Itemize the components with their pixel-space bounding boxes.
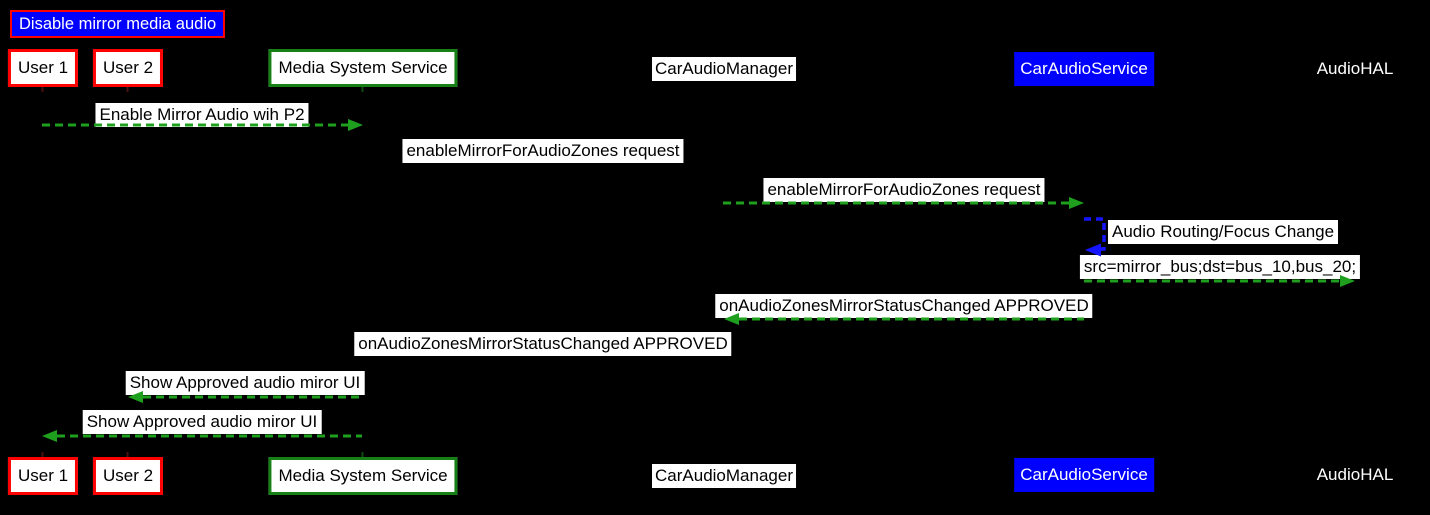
message-label-enablemirror-request-2: enableMirrorForAudioZones request xyxy=(763,178,1045,202)
arrow-status-approved xyxy=(724,313,1084,325)
message-label-status-approved-1: onAudioZonesMirrorStatusChanged APPROVED xyxy=(715,294,1093,318)
participant-caraudiomanager-bottom: CarAudioManager xyxy=(652,464,796,488)
lifeline-stubs xyxy=(41,87,364,457)
participant-user1-top: User 1 xyxy=(7,49,79,87)
message-label-status-approved-2: onAudioZonesMirrorStatusChanged APPROVED xyxy=(354,332,732,356)
message-label-enablemirror-request-1: enableMirrorForAudioZones request xyxy=(402,139,684,163)
arrow-enable-mirror xyxy=(42,119,363,131)
participant-caraudiomanager-top: CarAudioManager xyxy=(652,57,796,81)
arrow-enablemirror-request xyxy=(723,197,1084,209)
participant-caraudioservice-top: CarAudioService xyxy=(1014,52,1154,86)
message-label-audio-routing-focus-change: Audio Routing/Focus Change xyxy=(1108,220,1339,244)
participant-audiohal-bottom: AudioHAL xyxy=(1316,465,1394,484)
message-label-enable-mirror: Enable Mirror Audio wih P2 xyxy=(95,103,309,127)
participant-user2-top: User 2 xyxy=(92,49,164,87)
participant-user2-bottom: User 2 xyxy=(92,457,164,495)
diagram-title: Disable mirror media audio xyxy=(10,10,226,38)
participant-audiohal-top: AudioHAL xyxy=(1316,59,1394,78)
arrow-src-mirror-bus xyxy=(1084,275,1355,287)
participant-caraudioservice-bottom: CarAudioService xyxy=(1014,458,1154,492)
arrow-show-approved-user2 xyxy=(128,391,362,403)
arrow-self-loop-audio-routing xyxy=(1084,217,1106,257)
participant-media-system-service-top: Media System Service xyxy=(268,49,458,87)
message-label-show-approved-1: Show Approved audio miror UI xyxy=(125,371,365,395)
participant-user1-bottom: User 1 xyxy=(7,457,79,495)
participant-media-system-service-bottom: Media System Service xyxy=(268,457,458,495)
message-label-src-mirror-bus: src=mirror_bus;dst=bus_10,bus_20; xyxy=(1079,255,1361,279)
message-label-show-approved-2: Show Approved audio miror UI xyxy=(82,410,322,434)
arrow-show-approved-user1 xyxy=(42,430,362,442)
